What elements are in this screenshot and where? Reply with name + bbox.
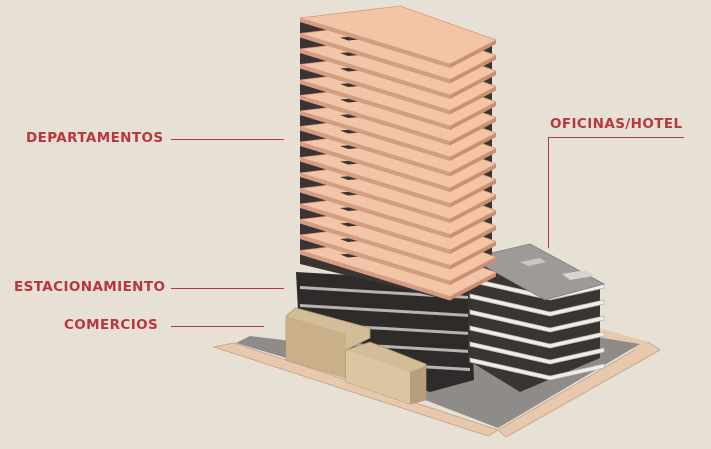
tower-slab-edge-right: [450, 71, 496, 99]
residential-tower: [299, 5, 497, 301]
leader-line-oficinas-hotel-vertical: [548, 137, 550, 248]
tower-slab-edge-right: [450, 148, 496, 177]
tower-slab-notch: [340, 83, 360, 87]
tower-slab-edge-right: [450, 241, 496, 270]
tower-slab-notch: [340, 160, 360, 165]
tower-slab-edge-right: [450, 164, 496, 192]
tower-slab-notch: [340, 191, 360, 196]
tower-slab-edge-right: [450, 179, 496, 208]
tower-slab-edge-right: [450, 133, 496, 161]
retail-blocks: [285, 307, 427, 405]
tower-roof-slab: [299, 5, 497, 65]
leader-line-departamentos: [171, 139, 284, 141]
tower-slab-edge-right: [450, 55, 496, 84]
tower-slab-edge: [300, 80, 450, 130]
office-roof: [468, 243, 606, 301]
tower-slab-notch: [340, 238, 360, 242]
tower-slab-edge: [300, 111, 450, 161]
tower-slab-notch: [340, 129, 360, 134]
office-floor-slab: [469, 357, 605, 381]
tower-slab-notch: [340, 253, 360, 258]
tower-slab-edge-right: [450, 117, 496, 146]
tower-slab-edge: [300, 219, 450, 270]
tower-slab-notch: [340, 176, 360, 180]
tower-slab-edge: [300, 204, 450, 254]
leader-line-oficinas-hotel-horizontal: [548, 137, 684, 139]
tower-slab-edge: [300, 18, 450, 68]
office-floor-slab: [469, 325, 605, 349]
tower-slab-edge-right: [450, 272, 496, 301]
tower-slab-edge-right: [450, 257, 496, 285]
parking-level-edge: [300, 286, 470, 299]
office-levels: [469, 277, 605, 381]
tower-slab-edge: [300, 126, 450, 177]
label-oficinas-hotel: OFICINAS/HOTEL: [550, 116, 683, 132]
office-hotel-wing: [468, 243, 606, 392]
leader-line-estacionamiento: [171, 288, 284, 290]
tower-slab-notch: [340, 36, 360, 41]
tower-slab-edge: [300, 33, 450, 84]
tower-slab-notch: [340, 145, 360, 149]
tower-slab-notch: [340, 207, 360, 211]
office-floor-slab: [469, 293, 605, 317]
tower-floor-slabs: [299, 5, 497, 301]
parking-level-edge: [300, 304, 470, 317]
tower-slab-edge: [300, 173, 450, 223]
tower-slab-edge: [300, 49, 450, 99]
leader-line-comercios: [171, 326, 264, 328]
tower-slab-edge: [300, 188, 450, 239]
tower-slab-edge: [300, 64, 450, 115]
tower-slab-edge-right: [450, 226, 496, 254]
label-departamentos: DEPARTAMENTOS: [26, 130, 164, 146]
tower-slab-edge-right: [450, 102, 496, 130]
label-comercios: COMERCIOS: [64, 317, 159, 333]
tower-slab-edge: [300, 142, 450, 192]
tower-slab-edge: [300, 157, 450, 208]
tower-slab-edge: [300, 235, 450, 285]
tower-slab-notch: [340, 222, 360, 227]
tower-slab-edge-right: [450, 40, 496, 68]
tower-slab-edge-right: [450, 86, 496, 115]
tower-slab-edge: [300, 95, 450, 146]
tower-slab-notch: [340, 52, 360, 56]
tower-slab-edge-right: [450, 210, 496, 239]
label-estacionamiento: ESTACIONAMIENTO: [14, 279, 166, 295]
office-floor-slab: [469, 309, 605, 333]
tower-slab-edge: [300, 250, 450, 301]
tower-slab-edge-right: [450, 195, 496, 223]
tower-slab-notch: [340, 98, 360, 103]
tower-slab-notch: [340, 67, 360, 72]
tower-slab-notch: [340, 114, 360, 118]
office-floor-slab: [469, 341, 605, 365]
